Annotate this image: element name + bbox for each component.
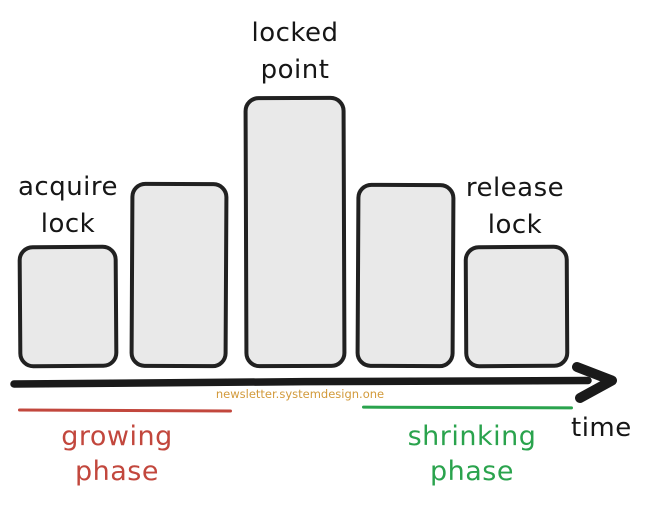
time-axis-label: time — [571, 413, 632, 443]
lock-bar-2 — [129, 181, 229, 369]
growing-phase-label: growing phase — [61, 421, 173, 487]
release-lock-label: release lock — [465, 173, 565, 240]
lock-bar-1 — [17, 244, 119, 369]
shrinking-phase-underline — [361, 405, 574, 410]
lock-bar-5 — [463, 244, 570, 369]
lock-bar-4 — [355, 182, 456, 369]
watermark-text: newsletter.systemdesign.one — [215, 387, 385, 401]
growing-phase-underline — [17, 408, 233, 413]
lock-bar-3-locked-point — [243, 95, 347, 369]
locked-point-label: locked point — [251, 18, 339, 85]
shrinking-phase-label: shrinking phase — [407, 421, 537, 487]
time-axis-arrow-icon — [10, 362, 617, 403]
acquire-lock-label: acquire lock — [17, 172, 119, 239]
